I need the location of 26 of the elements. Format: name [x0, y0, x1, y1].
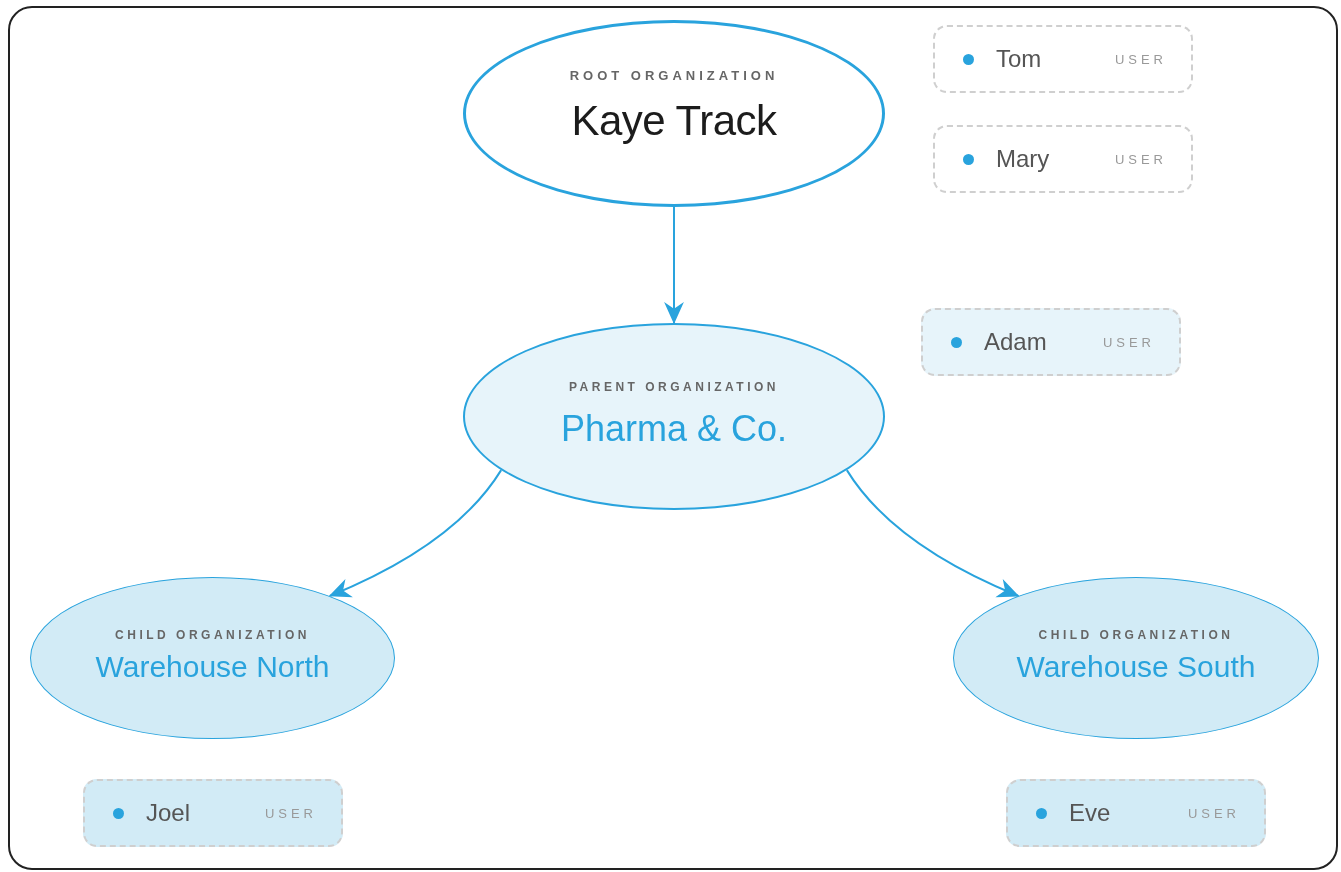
user-card	[1006, 779, 1266, 847]
organization-name: Kaye Track	[571, 97, 777, 145]
organization-name: Warehouse South	[1016, 650, 1256, 684]
organization-name: Warehouse North	[95, 650, 330, 684]
user-card	[933, 25, 1193, 93]
user-name: Adam	[984, 328, 1048, 356]
user-role: USER	[1114, 151, 1167, 167]
user-role: USER	[1187, 805, 1240, 821]
user-role: USER	[1102, 334, 1155, 350]
arrow	[664, 206, 684, 325]
user-card	[933, 125, 1193, 193]
organization-level-label: ROOT ORGANIZATION	[569, 68, 779, 83]
arrow	[328, 469, 503, 597]
user-name: Eve	[1069, 799, 1112, 827]
user-role: USER	[264, 805, 317, 821]
user-name: Mary	[996, 145, 1051, 173]
organization-name: Pharma & Co.	[560, 407, 788, 450]
organization-level-label: CHILD ORGANIZATION	[1038, 628, 1234, 642]
user-name: Tom	[996, 45, 1043, 73]
user-card	[83, 779, 343, 847]
user-role: USER	[1114, 51, 1167, 67]
organization-level-label: PARENT ORGANIZATION	[568, 379, 780, 394]
organization-level-label: CHILD ORGANIZATION	[115, 628, 310, 642]
user-card	[921, 308, 1181, 376]
arrow	[845, 469, 1020, 597]
user-name: Joel	[146, 799, 192, 827]
